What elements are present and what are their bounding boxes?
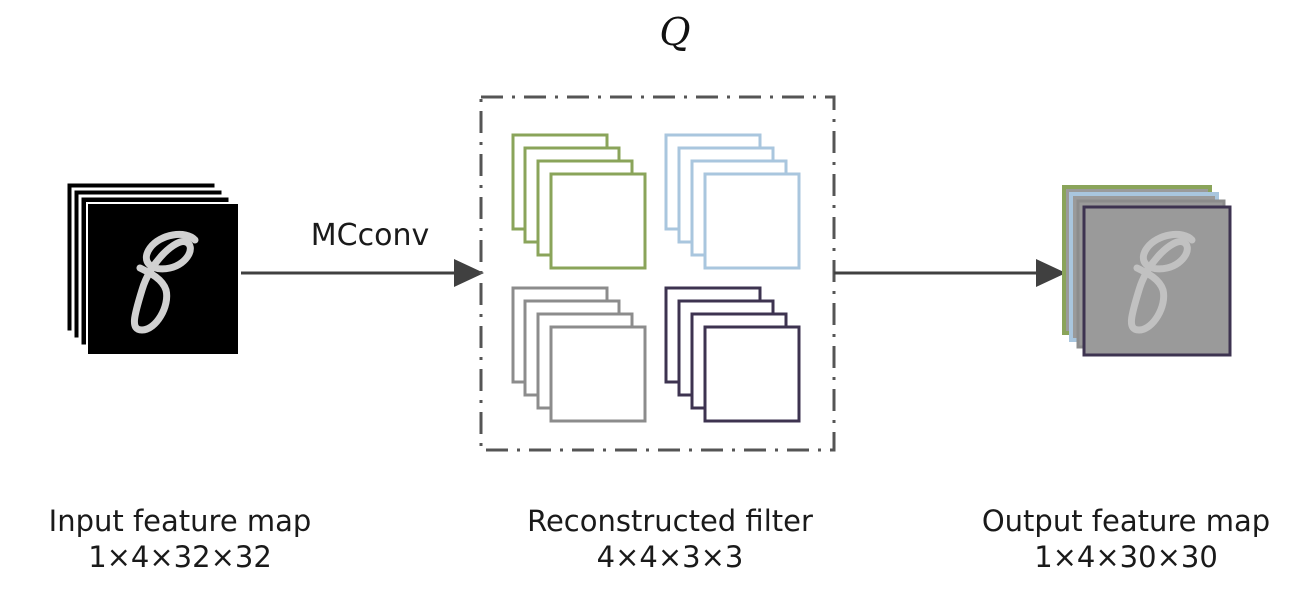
filter-group-green xyxy=(511,133,647,270)
filter-group-light-blue xyxy=(664,133,801,270)
mcconv-operation-label: MCconv xyxy=(310,218,430,253)
output-caption-title: Output feature map xyxy=(981,504,1271,538)
filter-group-dark-purple xyxy=(664,286,801,423)
input-feature-map-stack xyxy=(64,180,240,356)
arrow-input-to-filter xyxy=(241,259,484,287)
filter-group-gray xyxy=(511,286,647,423)
output-caption: Output feature map 1×4×30×30 xyxy=(958,503,1294,575)
q-label: Q xyxy=(659,10,691,54)
filter-caption: Reconstructed filter 4×4×3×3 xyxy=(500,503,840,575)
digit-eight-image xyxy=(131,230,199,334)
filter-caption-title: Reconstructed filter xyxy=(527,504,813,538)
output-digit-eight-image xyxy=(1128,230,1196,334)
input-caption-title: Input feature map xyxy=(48,504,312,538)
arrow-filter-to-output xyxy=(834,259,1066,287)
output-feature-map-stack xyxy=(1062,185,1232,357)
input-caption: Input feature map 1×4×32×32 xyxy=(20,503,340,575)
output-caption-dims: 1×4×30×30 xyxy=(1034,540,1218,574)
input-caption-dims: 1×4×32×32 xyxy=(88,540,272,574)
filter-caption-dims: 4×4×3×3 xyxy=(596,540,744,574)
